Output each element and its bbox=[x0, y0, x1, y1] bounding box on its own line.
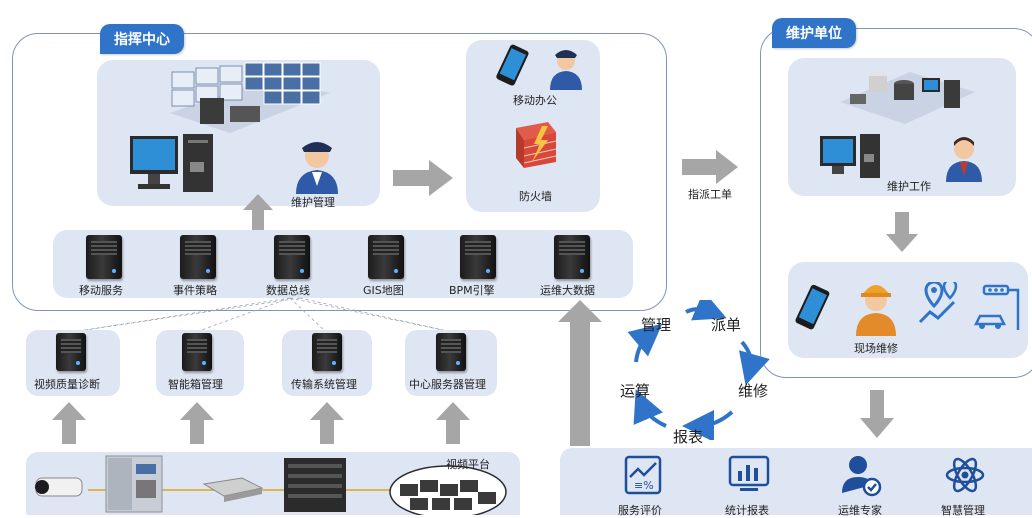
repair-worker-icon bbox=[856, 285, 896, 336]
module-label: BPM引擎 bbox=[449, 284, 495, 297]
firewall-label: 防火墙 bbox=[519, 190, 552, 203]
dispatch-label: 指派工单 bbox=[688, 188, 732, 201]
video-wall-illustration bbox=[170, 62, 330, 133]
cycle-report-label: 报表 bbox=[673, 428, 704, 446]
subsystem-label: 智能箱管理 bbox=[168, 378, 223, 391]
equipment-rack-icon bbox=[284, 458, 346, 512]
mobile-phone-icon bbox=[795, 284, 830, 330]
module-bar bbox=[53, 230, 633, 298]
smart-management-icon bbox=[945, 457, 985, 493]
module-label: 数据总线 bbox=[266, 284, 310, 297]
smartphone-icon bbox=[496, 44, 529, 86]
network-illustration bbox=[840, 72, 975, 124]
service-label: 运维专家 bbox=[838, 504, 882, 517]
module-label: 运维大数据 bbox=[540, 284, 595, 297]
subsystem-label: 视频质量诊断 bbox=[34, 378, 100, 391]
device-chain bbox=[35, 455, 507, 515]
maintenance-unit-title: 维护单位 bbox=[772, 18, 856, 48]
maintenance-work-label: 维护工作 bbox=[887, 180, 931, 193]
cycle-repair-label: 维修 bbox=[738, 382, 769, 400]
arrow-up-icon bbox=[180, 402, 214, 444]
statistics-report-icon bbox=[728, 455, 770, 491]
arrow-down-icon bbox=[886, 212, 918, 252]
video-platform-label: 视频平台 bbox=[446, 458, 490, 471]
firewall-icon bbox=[516, 122, 557, 168]
service-label: 智慧管理 bbox=[941, 504, 985, 517]
arrow-up-icon bbox=[436, 402, 470, 444]
officer-icon bbox=[550, 50, 582, 90]
field-repair-label: 现场维修 bbox=[854, 342, 898, 355]
command-center-title: 指挥中心 bbox=[100, 24, 184, 54]
module-label: 事件策略 bbox=[173, 284, 217, 297]
server-icon bbox=[182, 333, 212, 371]
mobile-office-label: 移动办公 bbox=[513, 94, 557, 107]
server-icon bbox=[56, 333, 86, 371]
server-icon bbox=[274, 235, 310, 279]
server-icon bbox=[368, 235, 404, 279]
server-icon bbox=[460, 235, 496, 279]
dispatch-arrow-icon bbox=[682, 150, 738, 184]
server-icon bbox=[436, 333, 466, 371]
traffic-camera-icon bbox=[973, 284, 1020, 330]
maintenance-management-label: 维护管理 bbox=[291, 196, 335, 209]
video-platform-icon bbox=[389, 465, 507, 515]
workstation-icon bbox=[820, 134, 880, 178]
subsystem-label: 传输系统管理 bbox=[291, 378, 357, 391]
server-icon bbox=[554, 235, 590, 279]
svg-text:≡%: ≡% bbox=[634, 479, 654, 492]
service-evaluation-icon: ≡% bbox=[624, 455, 662, 495]
server-icon bbox=[312, 333, 342, 371]
operations-expert-icon bbox=[842, 456, 882, 497]
module-label: 移动服务 bbox=[79, 284, 123, 297]
cycle-manage-label: 管理 bbox=[641, 316, 672, 334]
field-repair-area bbox=[788, 262, 1028, 358]
arrow-up-icon bbox=[52, 402, 86, 444]
server-icon bbox=[180, 235, 216, 279]
subsystem-label: 中心服务器管理 bbox=[409, 378, 486, 391]
service-label: 服务评价 bbox=[618, 504, 662, 517]
computer-illustration bbox=[130, 134, 213, 192]
arrow-down-icon bbox=[860, 390, 894, 438]
server-icon bbox=[86, 235, 122, 279]
switch-icon bbox=[202, 477, 264, 502]
camera-icon bbox=[35, 477, 83, 497]
cycle-compute-label: 运算 bbox=[620, 382, 651, 400]
service-label: 统计报表 bbox=[725, 504, 769, 517]
location-pin-icon bbox=[918, 282, 958, 324]
arrow-up-icon bbox=[243, 194, 273, 238]
arrow-up-icon bbox=[310, 402, 344, 444]
arrow-up-large-icon bbox=[558, 300, 602, 446]
arrow-right-icon bbox=[393, 160, 453, 196]
cycle-arrows bbox=[627, 300, 770, 440]
operator-icon bbox=[296, 142, 338, 194]
cycle-dispatch-label: 派单 bbox=[711, 316, 742, 334]
module-label: GIS地图 bbox=[363, 284, 404, 297]
cabinet-icon bbox=[105, 455, 163, 513]
technician-icon bbox=[946, 137, 982, 182]
